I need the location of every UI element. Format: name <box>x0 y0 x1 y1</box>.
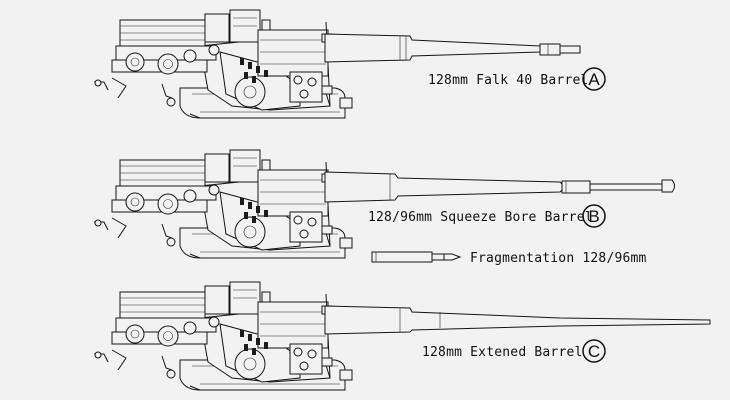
barrel-extended <box>324 305 711 335</box>
letter-badge-b: B <box>582 204 606 228</box>
letter-a: A <box>588 70 600 89</box>
letter-c: C <box>588 342 600 361</box>
fragmentation-round <box>371 251 462 263</box>
label-variant-a: 128mm Falk 40 Barrel <box>428 73 589 88</box>
letter-badge-c: C <box>582 339 606 363</box>
gun-variant-c <box>93 281 711 391</box>
letter-b: B <box>588 207 599 226</box>
letter-badge-a: A <box>582 67 606 91</box>
barrel-squeeze-bore <box>324 171 675 203</box>
label-variant-b: 128/96mm Squeeze Bore Barrel <box>368 210 593 225</box>
gun-variant-b <box>93 149 675 259</box>
label-ammo: Fragmentation 128/96mm <box>470 251 647 266</box>
gun-variant-a <box>93 9 581 119</box>
label-variant-c: 128mm Extened Barrel <box>422 345 583 360</box>
barrel-falk-40 <box>324 33 581 63</box>
